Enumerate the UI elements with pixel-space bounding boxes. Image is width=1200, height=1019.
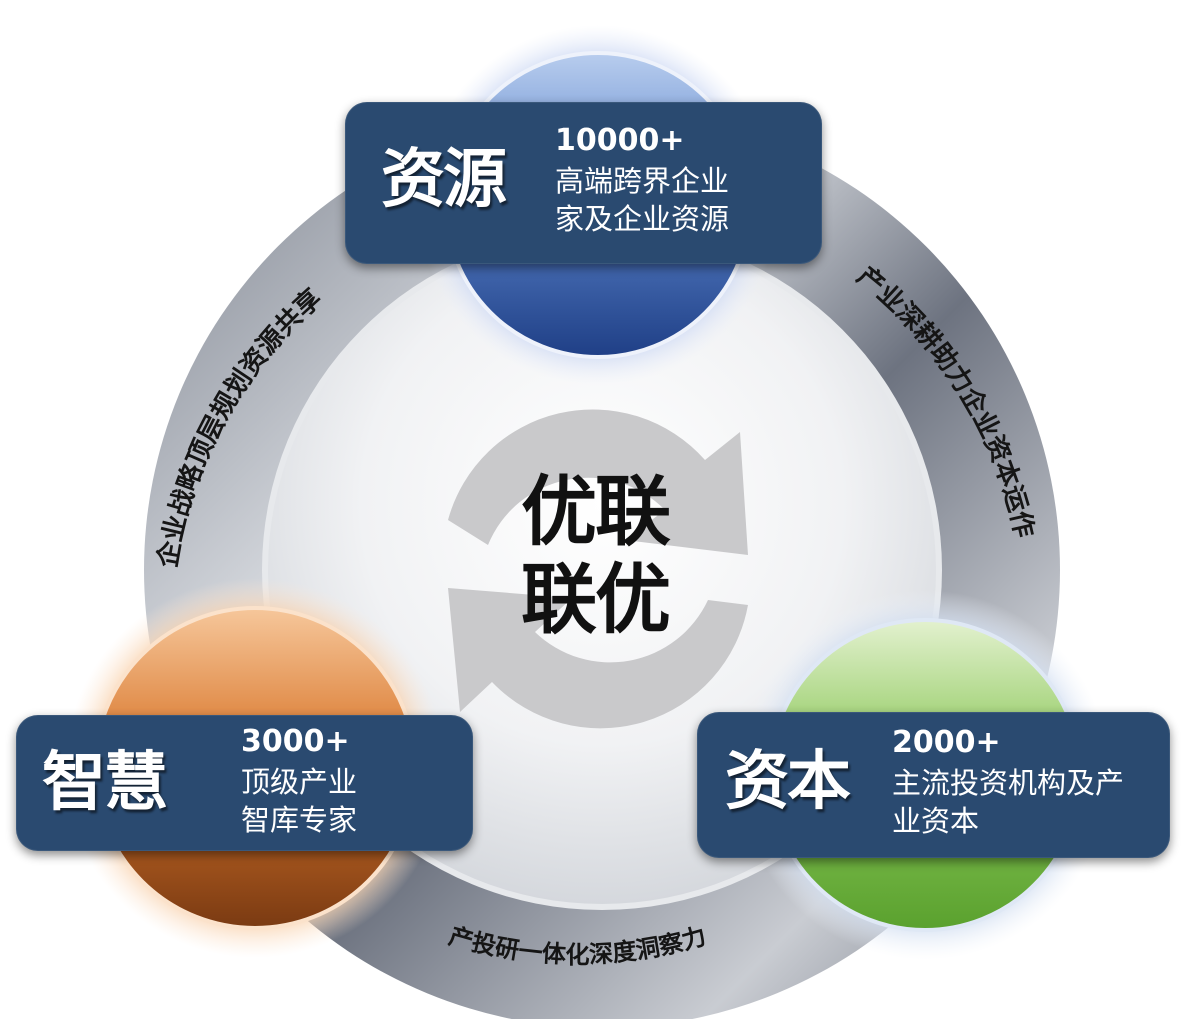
center-line-2: 联优 <box>521 555 671 644</box>
capital-desc-line-1: 主流投资机构及产 <box>892 766 1125 800</box>
wisdom-card: 智慧 3000+ 顶级产业 智库专家 <box>16 715 473 851</box>
wisdom-desc-line-1: 顶级产业 <box>241 765 358 799</box>
capital-number: 2000+ <box>892 725 1001 760</box>
capital-desc: 主流投资机构及产 业资本 <box>892 764 1124 840</box>
resources-desc-line-2: 家及企业资源 <box>555 202 730 236</box>
capital-title: 资本 <box>725 745 851 819</box>
wisdom-desc: 顶级产业 智库专家 <box>241 763 357 839</box>
resources-title: 资源 <box>381 143 507 217</box>
capital-desc-line-2: 业资本 <box>892 804 980 838</box>
wisdom-number: 3000+ <box>241 724 350 759</box>
resources-number: 10000+ <box>555 123 685 158</box>
cycle-arrows-icon <box>448 409 748 729</box>
resources-desc-line-1: 高端跨界企业 <box>555 164 730 198</box>
wisdom-desc-line-2: 智库专家 <box>241 803 358 837</box>
center-title: 优联 联优 <box>500 468 690 644</box>
resources-desc: 高端跨界企业 家及企业资源 <box>555 162 729 238</box>
capital-card: 资本 2000+ 主流投资机构及产 业资本 <box>697 712 1170 858</box>
resources-card: 资源 10000+ 高端跨界企业 家及企业资源 <box>345 102 822 264</box>
center-line-1: 优联 <box>521 467 671 556</box>
wisdom-title: 智慧 <box>42 746 168 820</box>
